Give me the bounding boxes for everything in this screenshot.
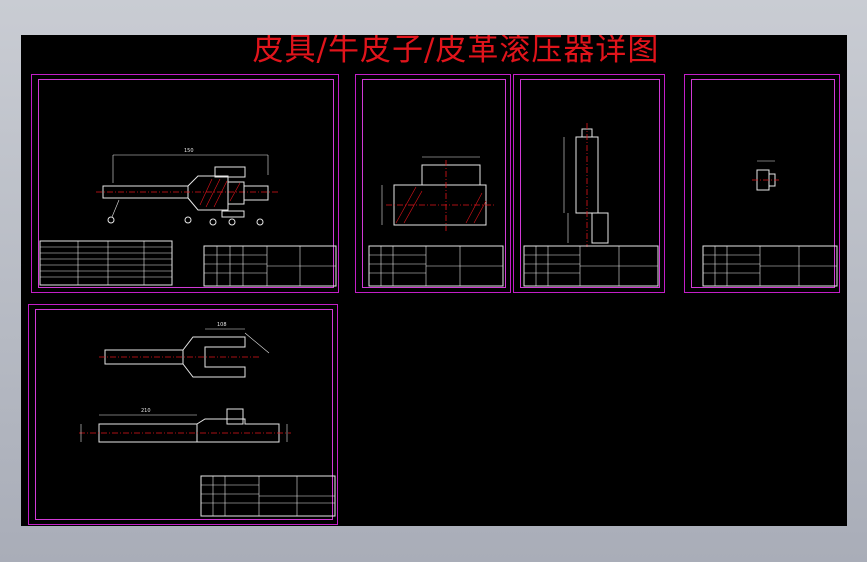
sheet-border <box>38 79 334 288</box>
sheet-border <box>35 309 333 520</box>
sheet-roller <box>355 74 511 293</box>
handle-drawing <box>79 328 336 517</box>
handle-length-label-1: 108 <box>217 322 227 328</box>
handle-length-label-2: 210 <box>141 408 151 414</box>
drawing-set-title: 皮具/牛皮子/皮革滚压器详图 <box>252 35 660 68</box>
sheet-axle <box>513 74 665 293</box>
sheet-pin <box>684 74 840 293</box>
roller-drawing <box>368 156 504 287</box>
sheet-assembly: 150 <box>31 74 339 293</box>
sheet-border <box>362 79 506 288</box>
assembly-length-label: 150 <box>184 148 194 154</box>
sheet-border <box>520 79 660 288</box>
sheet-border <box>691 79 835 288</box>
axle-drawing <box>523 123 659 287</box>
assembly-drawing <box>39 154 337 287</box>
cad-drawing-canvas: 皮具/牛皮子/皮革滚压器详图 <box>21 35 847 526</box>
pin-drawing <box>702 160 838 287</box>
sheet-handle: 108 210 <box>28 304 338 525</box>
